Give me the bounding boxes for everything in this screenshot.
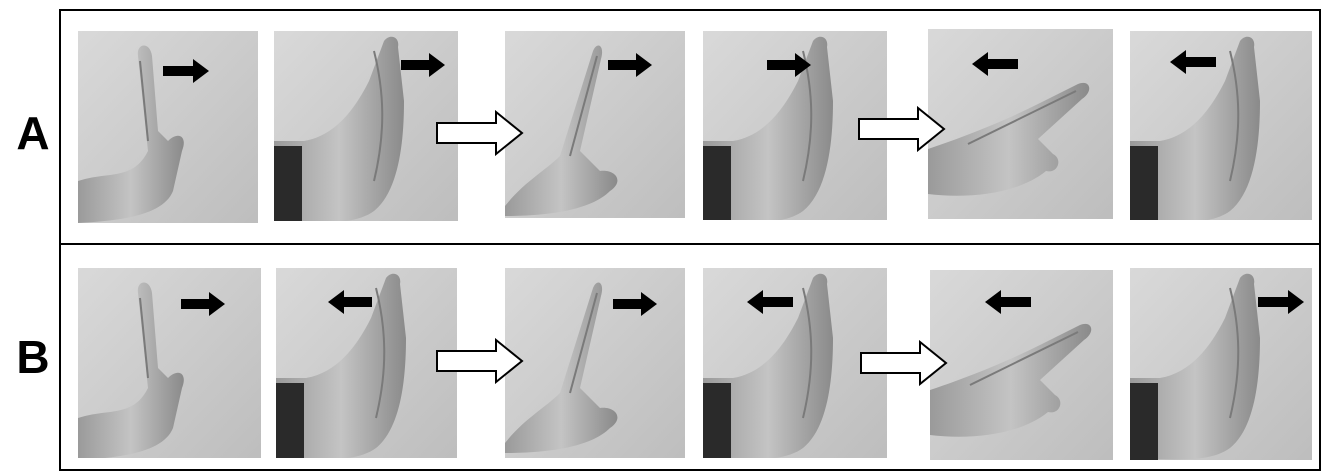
photo-b3-hand xyxy=(505,268,685,458)
row-divider xyxy=(59,243,1321,245)
transition-arrow-icon xyxy=(436,110,524,156)
photo-a5-hand xyxy=(928,29,1113,219)
photo-a3-hand xyxy=(505,31,685,218)
arrow-right-icon xyxy=(1258,290,1304,314)
hand-image xyxy=(78,268,261,458)
arrow-right-icon xyxy=(767,53,811,77)
arrow-left-icon xyxy=(328,290,372,314)
row-label-a: A xyxy=(12,110,54,156)
transition-arrow-icon xyxy=(860,340,948,386)
arrow-left-icon xyxy=(985,290,1031,314)
arrow-right-icon xyxy=(613,292,657,316)
hand-image xyxy=(928,29,1113,219)
hand-image xyxy=(505,31,685,218)
photo-b1-hand xyxy=(78,268,261,458)
arrow-left-icon xyxy=(747,290,793,314)
arrow-right-icon xyxy=(401,53,445,77)
transition-arrow-icon xyxy=(858,106,946,152)
foot-image xyxy=(1130,31,1312,220)
hand-image xyxy=(505,268,685,458)
arrow-right-icon xyxy=(181,292,225,316)
arrow-right-icon xyxy=(608,53,652,77)
arrow-right-icon xyxy=(163,59,209,83)
arrow-left-icon xyxy=(1170,50,1216,74)
arrow-left-icon xyxy=(972,52,1018,76)
row-label-b: B xyxy=(12,334,54,380)
photo-a6-foot xyxy=(1130,31,1312,220)
transition-arrow-icon xyxy=(436,338,524,384)
